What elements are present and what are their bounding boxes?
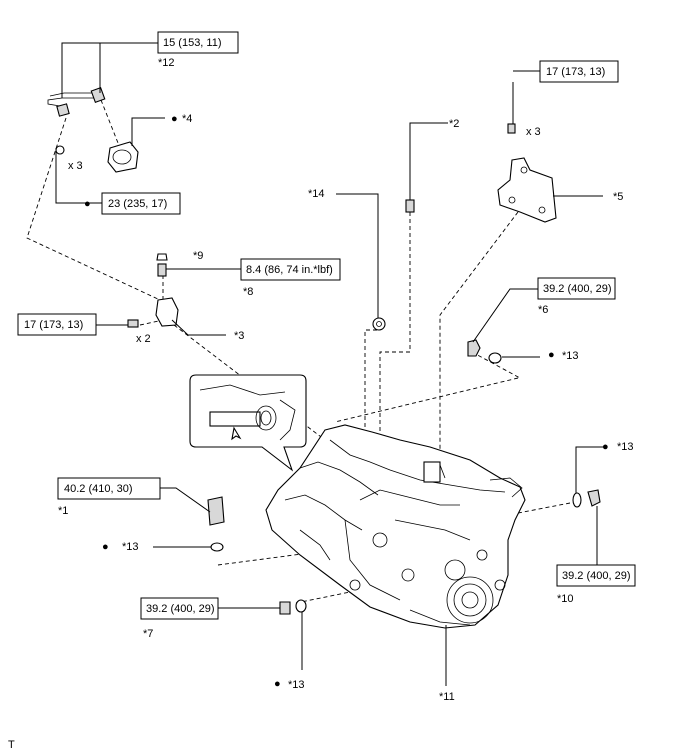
quantity-label: x 3 <box>68 160 83 172</box>
zoom-inset <box>189 374 307 472</box>
callout-6: *6 <box>538 304 548 316</box>
callout-14: *14 <box>308 188 325 200</box>
bullet-mark: ● <box>102 541 109 553</box>
torque-value: 23 (235, 17) <box>108 198 167 210</box>
callout-8: *8 <box>243 286 253 298</box>
torque-box-t7: 40.2 (410, 30) <box>57 477 161 500</box>
torque-value: 39.2 (400, 29) <box>543 283 612 295</box>
torque-box-t5: 17 (173, 13) <box>17 313 97 336</box>
callout-11: *11 <box>439 691 455 703</box>
torque-box-t4: 8.4 (86, 74 in.*lbf) <box>240 258 341 281</box>
torque-value: 8.4 (86, 74 in.*lbf) <box>246 264 333 276</box>
torque-box-t3: 23 (235, 17) <box>101 192 181 215</box>
callout-13: *13 <box>122 541 139 553</box>
callout-7: *7 <box>143 628 153 640</box>
plugs-and-gaskets <box>207 339 601 615</box>
callout-9: *9 <box>193 250 203 262</box>
bracket-part <box>497 123 557 223</box>
bullet-mark: ● <box>171 113 178 125</box>
quantity-label: x 2 <box>136 333 151 345</box>
torque-value: 17 (173, 13) <box>24 319 83 331</box>
callout-13: *13 <box>288 679 305 691</box>
quantity-label: x 3 <box>526 126 541 138</box>
bullet-mark: ● <box>274 678 281 690</box>
bullet-mark: ● <box>548 349 555 361</box>
callout-2: *2 <box>449 118 459 130</box>
callout-13: *13 <box>562 350 579 362</box>
torque-value: 15 (153, 11) <box>163 37 222 49</box>
corner-mark: T <box>8 739 15 751</box>
torque-value: 17 (173, 13) <box>546 66 605 78</box>
callout-3: *3 <box>234 330 244 342</box>
torque-box-t2: 17 (173, 13) <box>539 60 619 83</box>
torque-value: 40.2 (410, 30) <box>64 483 133 495</box>
callout-10: *10 <box>557 593 574 605</box>
callout-4: *4 <box>182 113 192 125</box>
bullet-mark: ● <box>84 198 91 210</box>
bullet-mark: ● <box>602 441 609 453</box>
torque-box-t8: 39.2 (400, 29) <box>556 564 636 587</box>
torque-value: 39.2 (400, 29) <box>146 603 215 615</box>
breather-and-seal-parts <box>372 199 415 331</box>
callout-13: *13 <box>617 441 634 453</box>
torque-value: 39.2 (400, 29) <box>562 570 631 582</box>
leader-lines <box>55 42 606 686</box>
callout-5: *5 <box>613 191 623 203</box>
callout-1: *1 <box>58 505 68 517</box>
release-cylinder-pipe-parts <box>47 86 139 173</box>
callout-12: *12 <box>158 57 175 69</box>
torque-box-t6: 39.2 (400, 29) <box>537 277 616 300</box>
torque-box-t9: 39.2 (400, 29) <box>140 597 219 620</box>
shift-sensor-bracket-parts <box>127 253 179 328</box>
torque-box-t1: 15 (153, 11) <box>157 31 239 54</box>
transaxle-housing <box>265 424 526 629</box>
